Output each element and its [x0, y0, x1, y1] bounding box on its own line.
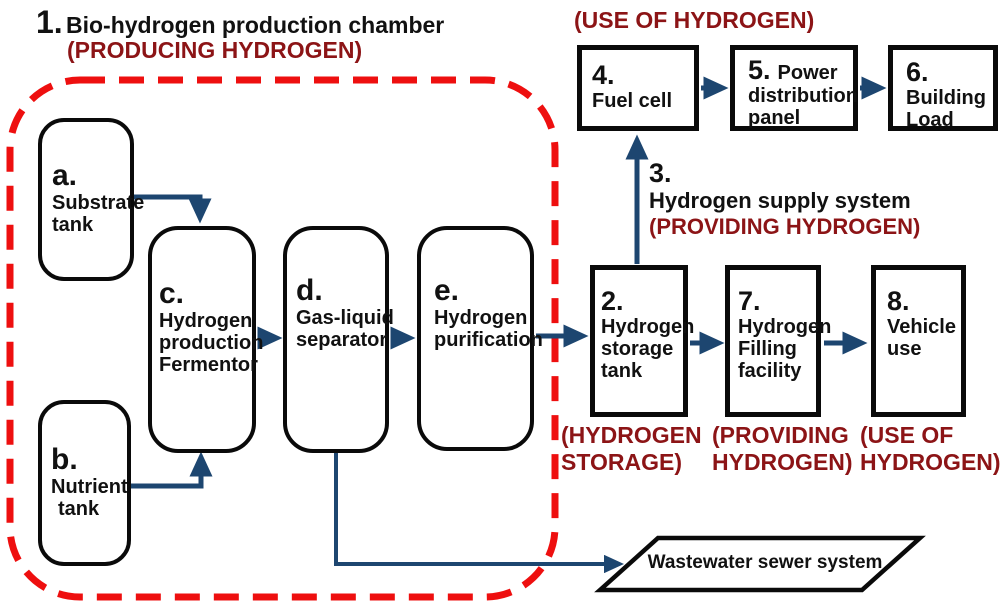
box-fermentor: c. Hydrogen production Fermentor [148, 226, 264, 453]
box-panel-line: panel [748, 107, 801, 129]
arrow-separator-to-wastewater [334, 452, 624, 574]
use-of-hydrogen-top-label: (USE OF HYDROGEN) [574, 7, 815, 33]
arrow-nutrient-to-fermentor [131, 451, 213, 489]
box-panel-line: Power [777, 62, 838, 84]
caption-line: HYDROGEN) [860, 449, 1000, 475]
box-fuel-cell: 4. Fuel cell [577, 45, 699, 131]
box-fermentor-line: Hydrogen [159, 310, 253, 332]
box-hydrogen-purification: e. Hydrogen purification [417, 226, 543, 451]
arrow-substrate-to-fermentor [130, 194, 212, 224]
box-filling-line: Hydrogen [738, 316, 832, 338]
supply-number: 3. [649, 158, 672, 188]
box-vehicle-line: use [887, 338, 922, 360]
box-substrate-tank: a. Substrate tank [38, 118, 145, 281]
box-vehicle-line: Vehicle [887, 316, 956, 338]
supply-subtitle: (PROVIDING HYDROGEN) [649, 214, 921, 239]
box-vehicle-label: 8. [887, 286, 910, 316]
box-substrate-line: tank [52, 214, 94, 236]
supply-title: Hydrogen supply system [649, 188, 911, 213]
wastewater-sewer-label: Wastewater sewer system [647, 552, 883, 573]
caption-use-of-hydrogen: (USE OF HYDROGEN) [860, 422, 1000, 476]
box-filling-line: Filling [738, 338, 797, 360]
box-panel-label: 5. [748, 55, 771, 85]
box-storage-line: storage [601, 338, 674, 360]
header-subtitle: (PRODUCING HYDROGEN) [67, 37, 363, 63]
box-gas-liquid-separator: d. Gas-liquid separator [283, 226, 394, 453]
box-power-distribution-panel: 5. Power distribution panel [730, 45, 858, 131]
hydrogen-supply-label: 3. Hydrogen supply system (PROVIDING HYD… [649, 158, 920, 240]
box-building-label: 6. [906, 57, 929, 87]
caption-line: (HYDROGEN [561, 422, 702, 448]
box-building-line: Building [906, 87, 986, 109]
caption-hydrogen-storage: (HYDROGEN STORAGE) [561, 422, 702, 476]
box-separator-line: Gas-liquid [296, 307, 394, 329]
box-substrate-label: a. [52, 159, 78, 192]
box-building-line: Load [906, 109, 954, 131]
box-fermentor-line: Fermentor [159, 354, 258, 376]
box-substrate-line: Substrate [52, 192, 145, 214]
box-vehicle-use: 8. Vehicle use [871, 265, 966, 417]
caption-line: (PROVIDING [712, 422, 849, 448]
box-fermentor-line: production [159, 332, 264, 354]
box-nutrient-label: b. [51, 443, 78, 476]
box-purification-line: Hydrogen [434, 307, 528, 329]
box-separator-line: separator [296, 329, 388, 351]
wastewater-parallelogram [594, 535, 926, 593]
header-number: 1. [36, 4, 63, 40]
box-fuel-cell-label: 4. [592, 60, 615, 90]
box-purification-line: purification [434, 329, 543, 351]
box-nutrient-line: tank [58, 498, 100, 520]
box-fermentor-label: c. [159, 277, 185, 310]
box-purification-label: e. [434, 274, 460, 307]
box-building-load: 6. Building Load [888, 45, 998, 131]
box-nutrient-line: Nutrient [51, 476, 128, 498]
caption-line: HYDROGEN) [712, 449, 853, 475]
caption-line: STORAGE) [561, 449, 682, 475]
box-storage-line: Hydrogen [601, 316, 695, 338]
caption-line: (USE OF [860, 422, 954, 448]
box-filling-label: 7. [738, 286, 761, 316]
box-filling-line: facility [738, 360, 802, 382]
box-storage-label: 2. [601, 286, 624, 316]
page-title: Bio-hydrogen production chamber [66, 12, 445, 38]
box-hydrogen-storage-tank: 2. Hydrogen storage tank [590, 265, 695, 417]
caption-providing-hydrogen: (PROVIDING HYDROGEN) [712, 422, 853, 476]
box-panel-line: distribution [748, 85, 858, 107]
box-storage-line: tank [601, 360, 643, 382]
box-fuel-cell-line: Fuel cell [592, 90, 673, 112]
box-hydrogen-filling-facility: 7. Hydrogen Filling facility [725, 265, 832, 417]
box-nutrient-tank: b. Nutrient tank [38, 400, 131, 566]
box-separator-label: d. [296, 274, 323, 307]
